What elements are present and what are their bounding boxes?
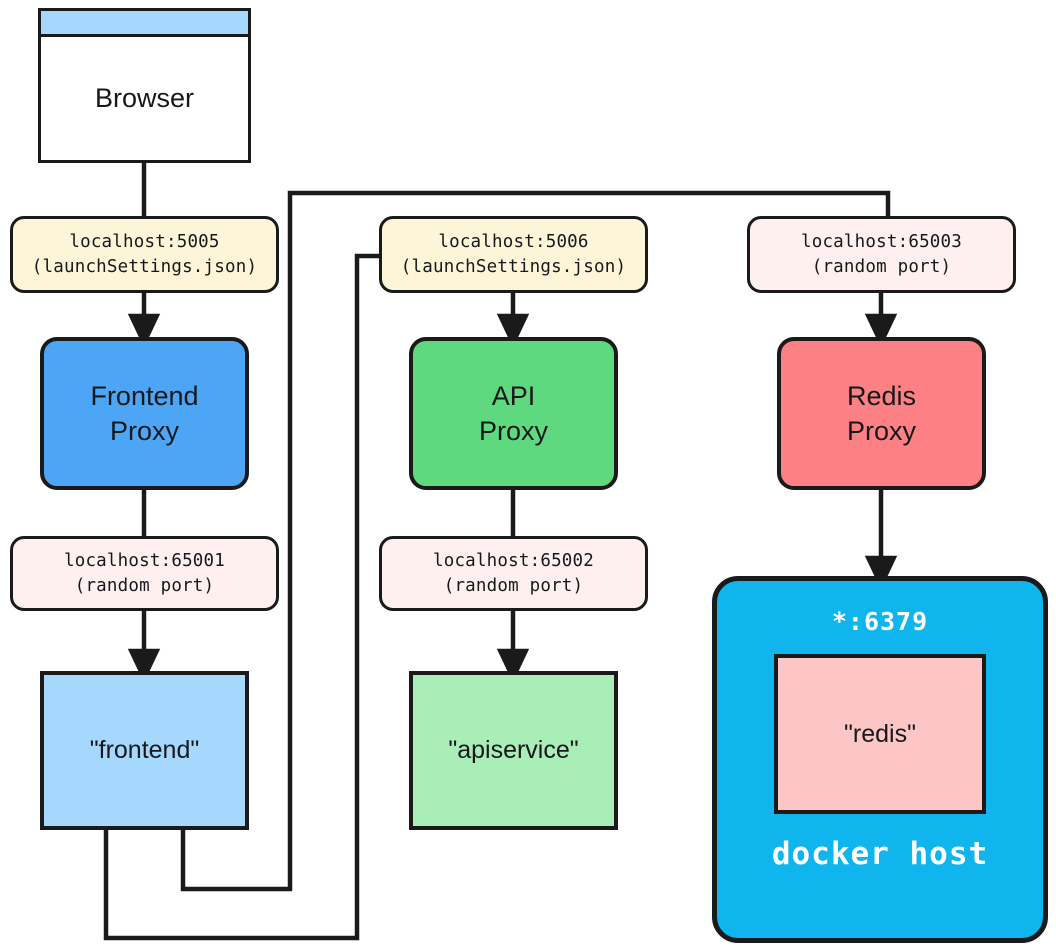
browser-window: Browser xyxy=(38,8,251,163)
api-entry-port-line1: localhost:5006 xyxy=(438,231,589,252)
frontend-service-label: "frontend" xyxy=(89,736,200,764)
api-entry-port: localhost:5006 (launchSettings.json) xyxy=(379,216,648,293)
frontend-backend-port-line2: (random port) xyxy=(74,575,215,596)
frontend-proxy: Frontend Proxy xyxy=(40,337,249,490)
api-proxy-line1: API xyxy=(491,380,536,411)
docker-host-caption: docker host xyxy=(771,836,989,872)
api-service-label: "apiservice" xyxy=(448,736,579,764)
redis-entry-port: localhost:65003 (random port) xyxy=(747,216,1016,293)
redis-entry-port-line2: (random port) xyxy=(811,256,952,277)
browser-titlebar xyxy=(41,11,248,37)
browser-label: Browser xyxy=(94,83,195,113)
api-entry-port-line2: (launchSettings.json) xyxy=(400,256,627,277)
redis-container: "redis" xyxy=(774,654,986,814)
redis-proxy-line2: Proxy xyxy=(846,415,917,446)
frontend-entry-port-line2: (launchSettings.json) xyxy=(31,256,258,277)
redis-entry-port-line1: localhost:65003 xyxy=(800,231,963,252)
redis-proxy: Redis Proxy xyxy=(777,337,986,490)
redis-proxy-line1: Redis xyxy=(846,380,917,411)
frontend-backend-port: localhost:65001 (random port) xyxy=(10,536,279,611)
frontend-backend-port-line1: localhost:65001 xyxy=(63,550,226,571)
docker-host: *:6379 "redis" docker host xyxy=(712,576,1048,943)
redis-container-label: "redis" xyxy=(844,719,916,748)
api-proxy: API Proxy xyxy=(409,337,618,490)
api-backend-port-line1: localhost:65002 xyxy=(432,550,595,571)
frontend-entry-port-line1: localhost:5005 xyxy=(69,231,220,252)
api-service: "apiservice" xyxy=(409,671,618,830)
api-backend-port: localhost:65002 (random port) xyxy=(379,536,648,611)
frontend-entry-port: localhost:5005 (launchSettings.json) xyxy=(10,216,279,293)
api-backend-port-line2: (random port) xyxy=(443,575,584,596)
frontend-proxy-line2: Proxy xyxy=(109,415,180,446)
frontend-proxy-line1: Frontend xyxy=(90,380,199,411)
frontend-service: "frontend" xyxy=(40,671,249,830)
api-proxy-line2: Proxy xyxy=(478,415,549,446)
docker-host-port-label: *:6379 xyxy=(831,607,929,636)
